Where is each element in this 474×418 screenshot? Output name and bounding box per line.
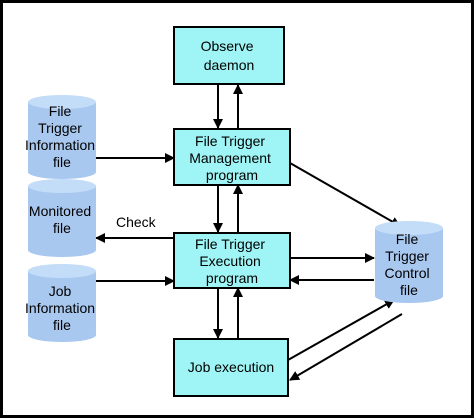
monitored-file: Monitored file: [28, 179, 96, 257]
node-label: File Trigger Management program: [189, 133, 275, 183]
file-trigger-information-file: File Trigger Information file: [25, 95, 99, 179]
node-job-execution: Job execution: [173, 338, 289, 397]
node-label: File Trigger Information file: [25, 103, 99, 170]
node-label: Job execution: [188, 359, 274, 375]
edge-ftm-to-ftc: [289, 162, 401, 227]
job-information-file: Job Information file: [25, 264, 99, 342]
node-label: Monitored file: [29, 203, 95, 236]
file-trigger-control-file: File Trigger Control file: [375, 221, 443, 303]
node-observe-daemon: Observe daemon: [173, 26, 285, 85]
edge-ftc-to-jobexec: [289, 313, 403, 381]
edge-jobexec-to-ftc: [287, 299, 395, 361]
node-file-trigger-execution-program: File Trigger Execution program: [173, 232, 291, 289]
node-label: File Trigger Control file: [384, 231, 433, 298]
node-label: Job Information file: [25, 283, 99, 333]
edge-label-check: Check: [116, 214, 157, 230]
node-label: File Trigger Execution program: [195, 236, 269, 286]
node-file-trigger-management-program: File Trigger Management program: [173, 128, 291, 186]
node-label: Observe daemon: [201, 38, 258, 73]
edges: [95, 84, 403, 381]
